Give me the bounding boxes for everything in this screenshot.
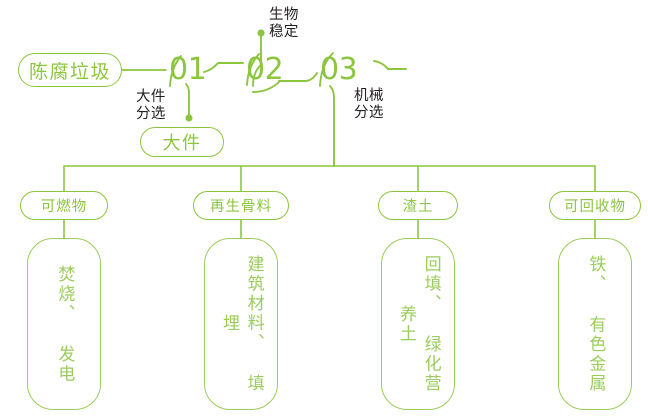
outcome-box-slag-soil[interactable]: 回填、 绿化营养土 [381, 238, 455, 410]
wire-01-to-branch [185, 83, 190, 117]
outcome-text-recyclables: 铁、 有色金属 [586, 254, 606, 394]
category-pill-combustible[interactable]: 可燃物 [20, 191, 108, 220]
category-pill-slag-soil[interactable]: 渣土 [378, 191, 458, 220]
category-pill-recycled-aggregate[interactable]: 再生骨料 [193, 191, 289, 220]
wire-01-to-02 [203, 62, 244, 73]
wire-03-to-bus [329, 85, 335, 167]
dot-branch-connector [185, 114, 193, 122]
stage-number-02[interactable]: 02 [246, 52, 284, 87]
node-root-waste[interactable]: 陈腐垃圾 [18, 53, 122, 87]
stage-number-03[interactable]: 03 [320, 52, 358, 87]
annotation-stage-03: 机械 分选 [354, 88, 384, 121]
outcome-box-combustible[interactable]: 焚烧、 发电 [27, 238, 101, 410]
outcome-text-combustible: 焚烧、 发电 [55, 264, 75, 384]
category-pill-recyclables[interactable]: 可回收物 [549, 191, 641, 220]
annotation-stage-02: 生物 稳定 [269, 7, 299, 40]
outcome-box-recycled-aggregate[interactable]: 建筑材料、 填埋 [204, 238, 278, 410]
node-branch-bulky[interactable]: 大件 [140, 127, 224, 157]
outcome-box-recyclables[interactable]: 铁、 有色金属 [558, 238, 632, 410]
outcome-text-slag-soil: 回填、 绿化营养土 [397, 254, 441, 394]
wire-02-to-03 [278, 72, 318, 82]
annotation-stage-01: 大件 分选 [136, 89, 166, 122]
dot-stage-02-annotation [257, 29, 265, 37]
stage-number-01[interactable]: 01 [169, 52, 207, 87]
outcome-text-recycled-aggregate: 建筑材料、 填埋 [220, 254, 264, 394]
wire-03-tail [373, 60, 407, 70]
